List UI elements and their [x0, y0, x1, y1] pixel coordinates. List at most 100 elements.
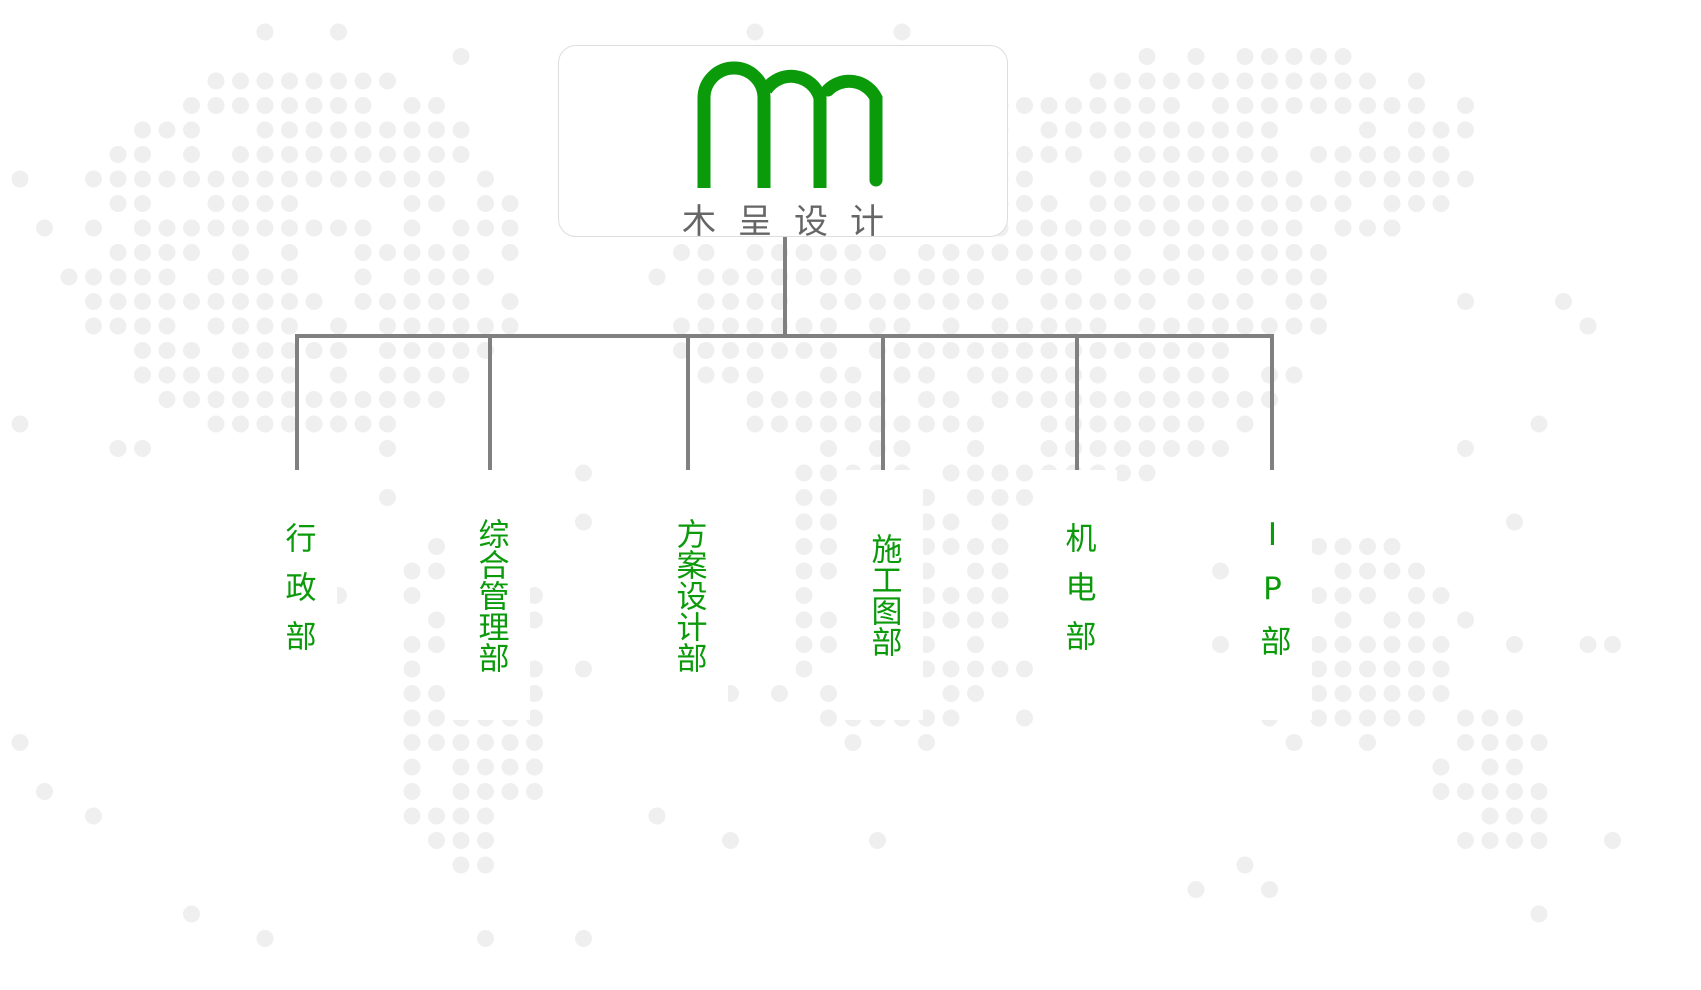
map-dot [379, 366, 396, 384]
map-dot [1408, 611, 1425, 629]
map-dot [330, 317, 347, 335]
map-dot [942, 685, 960, 702]
map-dot [85, 170, 102, 188]
map-dot [1138, 464, 1156, 482]
map-dot [1457, 121, 1474, 139]
map-dot [844, 244, 862, 261]
map-dot [403, 685, 421, 702]
map-dot [477, 734, 494, 751]
map-dot [795, 660, 813, 678]
map-dot [1040, 97, 1058, 114]
map-dot [746, 268, 764, 286]
map-dot [1016, 195, 1033, 212]
map-dot [134, 440, 151, 457]
map-dot [1016, 366, 1033, 384]
map-dot [305, 415, 323, 433]
map-dot [1089, 391, 1107, 408]
map-dot [1163, 195, 1180, 212]
map-dot [134, 219, 151, 237]
map-dot [1310, 660, 1327, 678]
map-dot [1114, 244, 1131, 261]
map-dot [771, 342, 788, 359]
map-dot [158, 268, 176, 286]
map-dot [1089, 293, 1107, 310]
connector-branch [488, 334, 492, 470]
map-dot [1481, 734, 1499, 751]
map-dot [942, 415, 960, 433]
map-dot [697, 317, 715, 335]
map-dot [1334, 48, 1352, 65]
map-dot [991, 562, 1009, 580]
map-dot [403, 783, 421, 800]
map-dot [942, 244, 960, 261]
map-dot [1481, 783, 1499, 800]
map-dot [477, 268, 494, 286]
map-dot [1187, 121, 1205, 139]
map-dot [452, 856, 470, 874]
map-dot [820, 464, 837, 482]
map-dot [820, 268, 837, 286]
map-dot [1408, 72, 1425, 90]
map-dot [1236, 391, 1254, 408]
map-dot [1212, 244, 1229, 261]
map-dot [1212, 97, 1229, 114]
map-dot [1163, 366, 1180, 384]
map-dot [1334, 72, 1352, 90]
map-dot [1506, 832, 1523, 849]
map-dot [1310, 195, 1327, 212]
map-dot [256, 366, 274, 384]
map-dot [1065, 342, 1082, 359]
map-dot [918, 244, 935, 261]
map-dot [1212, 440, 1229, 457]
map-dot [134, 317, 151, 335]
map-dot [1236, 146, 1254, 163]
map-dot [207, 195, 225, 212]
map-dot [1163, 317, 1180, 335]
map-dot [967, 464, 984, 482]
map-dot [256, 317, 274, 335]
map-dot [795, 391, 813, 408]
map-dot [1506, 709, 1523, 727]
map-dot [1383, 170, 1401, 188]
map-dot [183, 121, 200, 139]
map-dot [109, 195, 127, 212]
map-dot [403, 268, 421, 286]
map-dot [1065, 146, 1082, 163]
map-dot [526, 660, 543, 678]
dept-label: 综合管理部 [472, 517, 509, 673]
map-dot [1138, 146, 1156, 163]
map-dot [893, 317, 911, 335]
map-dot [1481, 758, 1499, 776]
map-dot [109, 146, 127, 163]
map-dot [991, 464, 1009, 482]
map-dot [452, 293, 470, 310]
dept-label: 机电部 [1059, 521, 1096, 669]
map-dot [893, 293, 911, 310]
map-dot [1163, 121, 1180, 139]
map-dot [673, 317, 690, 335]
map-dot [134, 366, 151, 384]
map-dot [1261, 97, 1278, 114]
map-dot [942, 611, 960, 629]
map-dot [85, 807, 102, 825]
map-dot [452, 146, 470, 163]
map-dot [403, 244, 421, 261]
map-dot [109, 293, 127, 310]
map-dot [1383, 562, 1401, 580]
dept-label: IP部 [1254, 516, 1291, 674]
map-dot [746, 244, 764, 261]
map-dot [1285, 734, 1303, 751]
connector-branch [295, 334, 299, 470]
map-dot [305, 219, 323, 237]
map-dot [1089, 440, 1107, 457]
map-dot [428, 317, 445, 335]
map-dot [232, 97, 249, 114]
map-dot [1236, 48, 1254, 65]
map-dot [1261, 72, 1278, 90]
map-dot [991, 366, 1009, 384]
map-dot [1408, 121, 1425, 139]
map-dot [526, 758, 543, 776]
map-dot [1016, 244, 1033, 261]
map-dot [452, 219, 470, 237]
map-dot [575, 513, 592, 531]
